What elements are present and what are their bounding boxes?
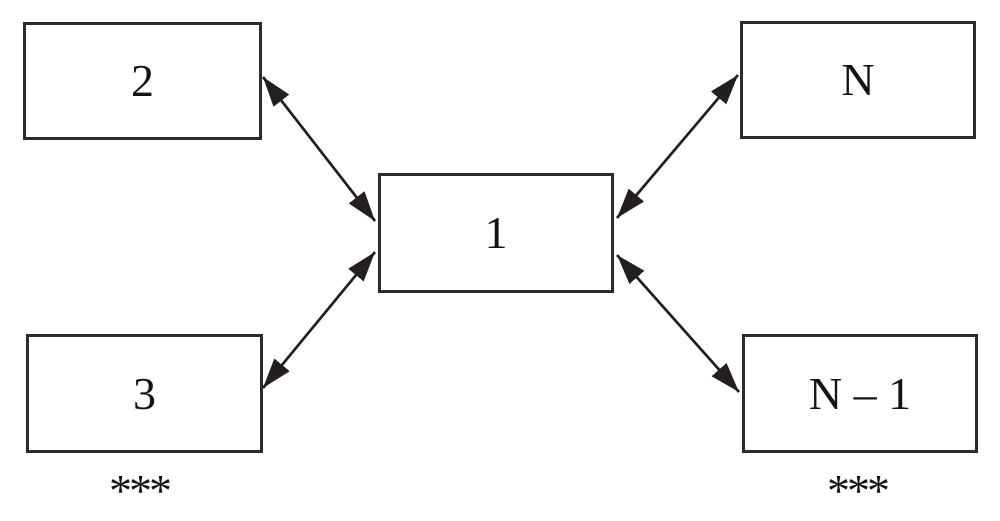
arrow-node2-node1 <box>261 76 377 222</box>
node-box-1: 1 <box>378 173 614 293</box>
node-label-2: 2 <box>131 55 154 106</box>
node-label-n: N <box>841 54 875 105</box>
arrow-nodeN-node1 <box>615 74 740 219</box>
ellipsis-right: *** <box>827 465 890 516</box>
node-label-3: 3 <box>133 367 156 419</box>
node-box-n-minus-1: N – 1 <box>742 334 978 453</box>
node-box-3: 3 <box>26 334 263 453</box>
arrow-node3-node1 <box>261 251 377 389</box>
arrow-nodeN1-node1 <box>615 254 741 393</box>
node-label-n-minus-1: N – 1 <box>808 367 912 419</box>
node-box-2: 2 <box>23 22 262 140</box>
node-box-n: N <box>740 21 976 139</box>
ellipsis-left: *** <box>109 465 172 516</box>
node-label-1: 1 <box>484 207 508 258</box>
